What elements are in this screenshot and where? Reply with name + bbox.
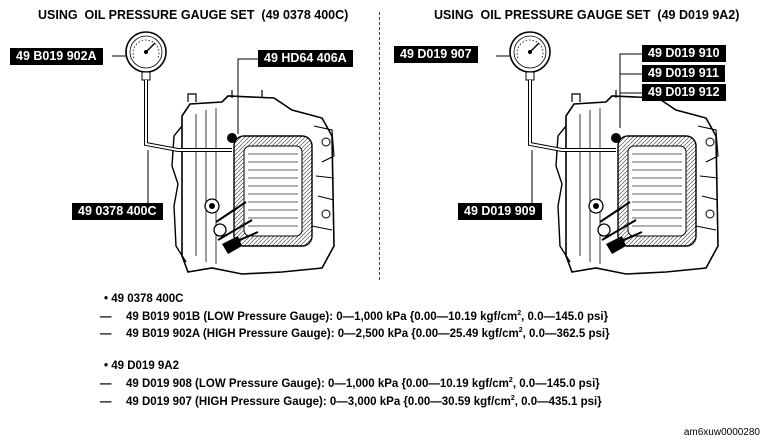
dash: — (100, 310, 112, 323)
tag-right-gauge: 49 D019 907 (394, 46, 478, 63)
note-set2-title-text: 49 D019 9A2 (111, 360, 180, 372)
bullet: • (104, 293, 109, 305)
bullet: • (104, 360, 109, 372)
tag-left-set: 49 0378 400C (72, 203, 163, 220)
dash: — (100, 395, 112, 408)
note-set1-title-text: 49 0378 400C (111, 293, 184, 305)
note-set2-high-text: 49 D019 907 (HIGH Pressure Gauge): 0—3,0… (126, 395, 511, 408)
superscript: 2 (517, 310, 522, 317)
note-set1-low: — 49 B019 901B (LOW Pressure Gauge): 0—1,… (100, 310, 608, 323)
note-set1-low-text: 49 B019 901B (LOW Pressure Gauge): 0—1,0… (126, 310, 518, 323)
superscript: 2 (508, 377, 513, 384)
note-set2-high: — 49 D019 907 (HIGH Pressure Gauge): 0—3,… (100, 395, 602, 408)
tag-left-adapter: 49 HD64 406A (258, 50, 353, 67)
superscript: 2 (510, 395, 515, 402)
note-set2-high-tail: , 0.0—435.1 psi} (514, 395, 602, 408)
note-set1-high: — 49 B019 902A (HIGH Pressure Gauge): 0—2… (100, 327, 610, 340)
note-set1-low-tail: , 0.0—145.0 psi} (521, 310, 609, 323)
image-code: am6xuw0000280 (683, 427, 760, 438)
dash: — (100, 327, 112, 340)
left-heading: USING OIL PRESSURE GAUGE SET (49 0378 40… (38, 8, 349, 22)
panel-divider (379, 12, 380, 280)
tag-right-adapter-912: 49 D019 912 (642, 84, 726, 101)
note-set1-title: • 49 0378 400C (104, 293, 184, 305)
note-set2-low-text: 49 D019 908 (LOW Pressure Gauge): 0—1,00… (126, 377, 509, 390)
tag-right-set: 49 D019 909 (458, 203, 542, 220)
note-set2-title: • 49 D019 9A2 (104, 360, 179, 372)
note-set2-low: — 49 D019 908 (LOW Pressure Gauge): 0—1,0… (100, 377, 600, 390)
tag-right-adapter-910: 49 D019 910 (642, 45, 726, 62)
superscript: 2 (518, 327, 523, 334)
tag-left-gauge: 49 B019 902A (10, 48, 103, 65)
dash: — (100, 377, 112, 390)
right-heading: USING OIL PRESSURE GAUGE SET (49 D019 9A… (434, 8, 740, 22)
note-set2-low-tail: , 0.0—145.0 psi} (512, 377, 600, 390)
note-set1-high-text: 49 B019 902A (HIGH Pressure Gauge): 0—2,… (126, 327, 519, 340)
tag-right-adapter-911: 49 D019 911 (642, 65, 725, 82)
note-set1-high-tail: , 0.0—362.5 psi} (522, 327, 610, 340)
